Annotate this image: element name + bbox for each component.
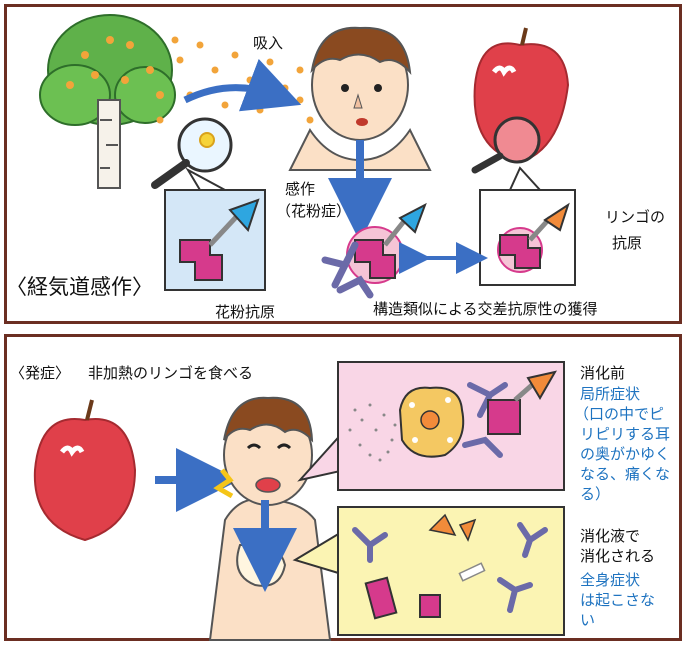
local-symptoms-line: なる、痛くな <box>580 465 671 483</box>
apple-icon <box>33 399 137 542</box>
pollen-antigen-label: 花粉抗原 <box>215 303 276 321</box>
sensitization-sub-label: （花粉症） <box>276 202 352 220</box>
pollen-antigen-box <box>164 167 266 291</box>
cross-reactivity-label: 構造類似による交差抗原性の獲得 <box>373 300 598 318</box>
inhale-label: 吸入 <box>253 34 284 52</box>
local-symptoms-line: （口の中でピ <box>574 405 665 423</box>
pre-digestion-label: 消化前 <box>580 364 626 382</box>
birch-tree-icon <box>39 14 176 189</box>
sensitization-label: 感作 <box>285 180 316 198</box>
digested-line: 消化液で <box>580 527 641 545</box>
local-symptoms-line: リピリする耳 <box>580 425 671 443</box>
wind-arrow <box>183 58 302 112</box>
airway-sensitization-title: 〈経気道感作〉 <box>6 275 153 299</box>
boy-eating-icon <box>208 396 332 641</box>
onset-text: 非加熱のリンゴを食べる <box>88 364 254 382</box>
systemic-line: は起こさな <box>580 591 656 609</box>
systemic-line: 全身症状 <box>580 571 641 589</box>
local-symptoms-line: の奥がかゆく <box>580 445 671 463</box>
local-symptoms-line: 局所症状 <box>580 385 641 403</box>
mouth-detail-box <box>297 361 565 491</box>
onset-tag: 〈発症〉 <box>10 364 71 382</box>
magnifier-icon <box>471 116 541 174</box>
stomach-detail-box <box>292 506 565 636</box>
apple-antigen-label-2: 抗原 <box>612 234 643 252</box>
apple-antigen-label-1: リンゴの <box>605 208 666 226</box>
systemic-line: い <box>580 611 596 629</box>
antibody-complex-icon <box>321 202 427 299</box>
apple-antigen-box <box>479 166 576 286</box>
magnifier-icon <box>151 117 233 189</box>
digested-line: 消化される <box>580 547 656 565</box>
local-symptoms-line: る） <box>580 485 611 503</box>
